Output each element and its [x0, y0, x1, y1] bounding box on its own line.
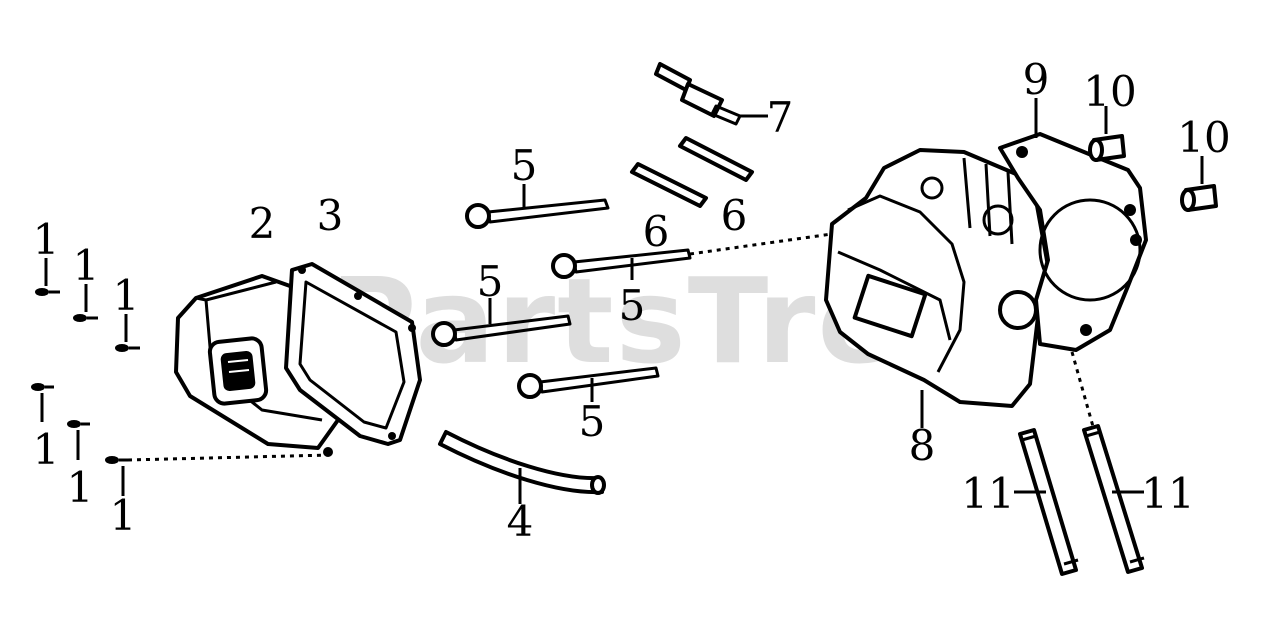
part-6-studs[interactable]: [630, 136, 754, 208]
callout-11[interactable]: 11: [1141, 469, 1194, 518]
callout-1[interactable]: 1: [110, 491, 137, 540]
callout-9[interactable]: 9: [1023, 55, 1050, 104]
callout-labels: 1 1 1 1 1 1 2 3 4 5 5 5 5 6 6 7 8 9 10 1…: [33, 55, 1231, 546]
callout-5[interactable]: 5: [619, 281, 646, 330]
callout-10[interactable]: 10: [1177, 113, 1230, 162]
part-9-head-gasket[interactable]: [998, 98, 1148, 352]
callout-1[interactable]: 1: [73, 241, 100, 290]
dowel-10a[interactable]: [1088, 106, 1126, 162]
part-4-breather-hose[interactable]: [438, 430, 606, 504]
part-11-head-studs[interactable]: [1014, 424, 1145, 576]
callout-1[interactable]: 1: [33, 215, 60, 264]
screw-1d[interactable]: [31, 383, 54, 391]
bolt-5b[interactable]: [551, 248, 692, 279]
dowel-10b[interactable]: [1180, 156, 1218, 212]
stud-11b[interactable]: [1082, 424, 1145, 574]
part-7-spark-plug[interactable]: [654, 62, 768, 126]
callout-10[interactable]: 10: [1083, 67, 1136, 116]
callout-5[interactable]: 5: [511, 141, 538, 190]
part-10-dowel-pins[interactable]: [1088, 106, 1218, 212]
callout-1[interactable]: 1: [67, 463, 94, 512]
callout-2[interactable]: 2: [249, 199, 276, 248]
screw-1c[interactable]: [115, 344, 140, 352]
callout-7[interactable]: 7: [767, 93, 794, 142]
part-1-screws[interactable]: [31, 258, 140, 496]
callout-5[interactable]: 5: [579, 397, 606, 446]
part-3-gasket[interactable]: [284, 262, 422, 446]
bolt-5c[interactable]: [431, 314, 572, 347]
callout-3[interactable]: 3: [317, 191, 344, 240]
callout-11[interactable]: 11: [961, 469, 1014, 518]
callout-4[interactable]: 4: [507, 497, 534, 546]
bolt-5d[interactable]: [517, 366, 660, 399]
bolt-5a[interactable]: [465, 198, 610, 229]
part-5-bolts[interactable]: [431, 184, 692, 402]
callout-8[interactable]: 8: [909, 421, 936, 470]
callout-1[interactable]: 1: [113, 271, 140, 320]
screw-1f[interactable]: [105, 456, 128, 464]
callout-6[interactable]: 6: [721, 191, 748, 240]
screw-1e[interactable]: [67, 420, 90, 428]
callout-6[interactable]: 6: [643, 207, 670, 256]
callout-5[interactable]: 5: [477, 257, 504, 306]
screw-1b[interactable]: [73, 314, 98, 322]
stud-11a[interactable]: [1018, 428, 1079, 576]
callout-1[interactable]: 1: [33, 425, 60, 474]
screw-1a[interactable]: [35, 288, 60, 296]
